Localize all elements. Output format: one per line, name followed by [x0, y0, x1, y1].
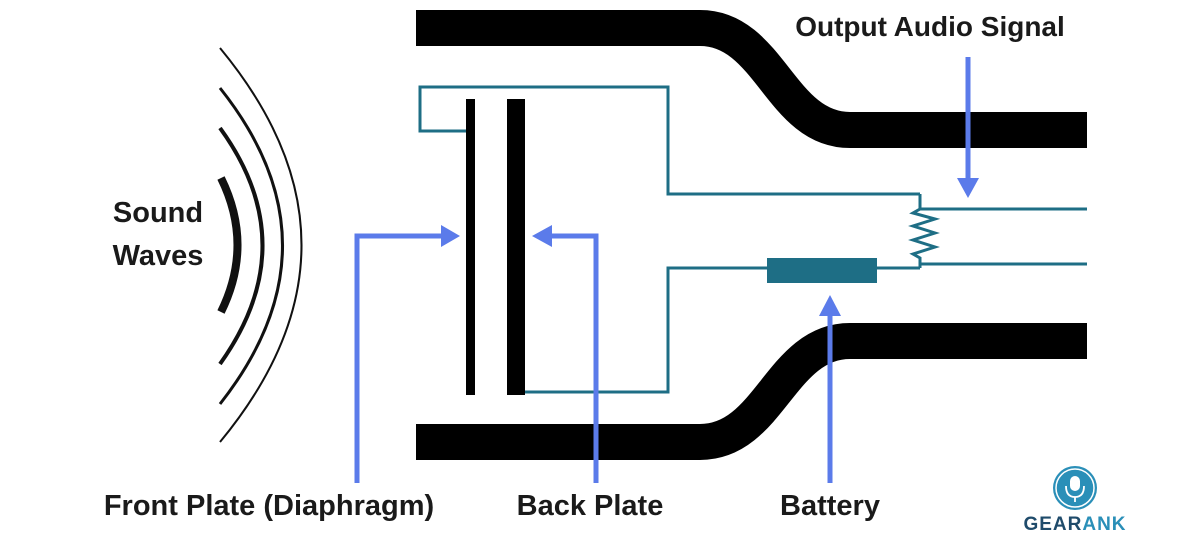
- resistor-icon: [908, 194, 941, 268]
- logo-text-ank: ANK: [1082, 514, 1126, 535]
- gearank-logo: GEARANK: [1023, 466, 1126, 535]
- sound-wave-3: [218, 87, 284, 405]
- front-plate-diaphragm: [466, 99, 475, 395]
- microphone-icon: [1065, 476, 1085, 502]
- label-battery: Battery: [780, 490, 880, 522]
- arrow-heads: [441, 178, 979, 316]
- sound-wave-2: [218, 126, 265, 366]
- sound-wave-1: [217, 176, 242, 314]
- label-front-plate: Front Plate (Diaphragm): [104, 490, 434, 522]
- mic-body-top-wall: [416, 10, 1087, 148]
- logo-text-gear: GEAR: [1023, 514, 1082, 535]
- label-output-audio-signal: Output Audio Signal: [795, 11, 1065, 42]
- callout-arrows: [354, 57, 971, 483]
- sound-waves: [217, 47, 303, 443]
- mic-body-bottom-wall: [416, 323, 1087, 460]
- arrow-head-back-plate: [532, 225, 552, 247]
- back-plate: [507, 99, 525, 395]
- arrow-head-output-signal: [957, 178, 979, 198]
- arrow-front-plate: [354, 233, 445, 483]
- arrow-back-plate: [548, 233, 599, 483]
- logo-badge-ring: [1055, 468, 1095, 508]
- battery-icon: [767, 258, 877, 283]
- label-sound-waves-line1: Sound: [113, 197, 203, 229]
- label-sound-waves-line2: Waves: [113, 240, 204, 272]
- sound-wave-4: [219, 47, 303, 443]
- back-plate-return-wire: [524, 266, 768, 394]
- arrow-head-battery: [819, 295, 841, 316]
- arrow-head-front-plate: [441, 225, 460, 247]
- capsule-housing-wire: [418, 85, 920, 196]
- circuit-wiring: [418, 85, 1087, 394]
- label-back-plate: Back Plate: [517, 490, 664, 522]
- logo-wordmark: GEARANK: [1023, 514, 1126, 535]
- mic-body: [416, 10, 1087, 460]
